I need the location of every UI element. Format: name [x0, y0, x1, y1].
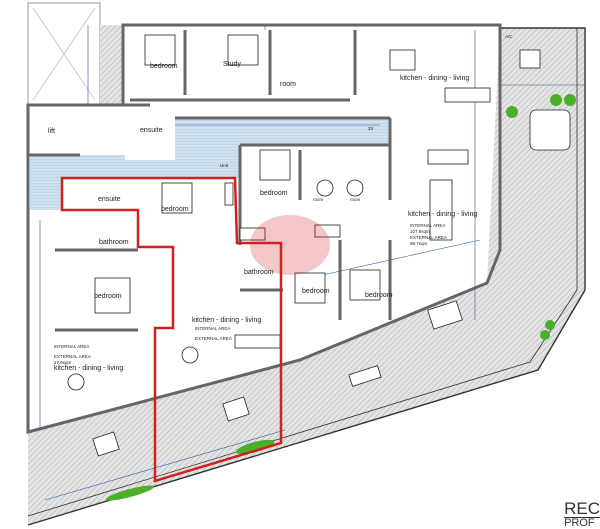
room-label-bedroom: bedroom: [260, 190, 288, 197]
building-walls: [26, 23, 502, 434]
room-label-bedroom: bedroom: [365, 292, 393, 299]
internal-area-value: 107.9sqm: [410, 229, 430, 234]
room-label-study: Study: [223, 61, 241, 68]
ac-label: A/C: [505, 34, 513, 39]
room-label-bedroom: bedroom: [150, 63, 178, 70]
plants: [105, 94, 576, 501]
room-label-bedroom: bedroom: [161, 206, 189, 213]
furniture: [67, 34, 571, 457]
external-area-label: EXTERNAL AREA: [54, 354, 91, 359]
room-label-kitchen: kitchen - dining - living: [192, 317, 261, 324]
external-area-label: EXTERNAL AREA: [410, 235, 447, 240]
unit-label: Unit: [220, 163, 229, 168]
room-label-kitchen: kitchen - dining - living: [54, 365, 123, 372]
dimension-lines: [39, 25, 585, 501]
external-area-value: 27.6sqm: [54, 360, 72, 365]
brand-line-1: REC: [564, 499, 600, 518]
highlighted-apartment-outline: [60, 176, 283, 483]
room-label-bathroom: room: [350, 197, 361, 202]
room-label-bathroom: room: [280, 81, 296, 88]
brand-mark: REC PROF: [564, 500, 600, 529]
unit-number: 33: [368, 126, 374, 131]
external-area-value: 99.7sqm: [410, 241, 428, 246]
internal-area-label: INTERNAL AREA: [54, 344, 89, 349]
room-label-kitchen: kitchen - dining - living: [400, 75, 469, 82]
room-label-bathroom: bathroom: [244, 269, 274, 276]
room-label-lift: lift: [48, 128, 55, 135]
room-label-ensuite: ensuite: [98, 196, 121, 203]
remax-watermark: [250, 215, 330, 275]
room-label-bedroom: bedroom: [94, 293, 122, 300]
room-label-kitchen: kitchen - dining - living: [408, 211, 477, 218]
brand-line-2: PROF: [564, 517, 600, 529]
room-label-bathroom: bathroom: [99, 239, 129, 246]
external-area-label: EXTERNAL AREA: [195, 336, 232, 341]
room-label-ensuite: ensuite: [140, 127, 163, 134]
internal-area-label: INTERNAL AREA: [195, 326, 230, 331]
terrace-outline: [27, 27, 586, 526]
room-label-bedroom: bedroom: [302, 288, 330, 295]
common-corridor: [30, 118, 390, 210]
internal-area-label: INTERNAL AREA: [410, 223, 445, 228]
shaft-hatch: [100, 25, 123, 105]
room-label-bathroom: room: [313, 197, 324, 202]
